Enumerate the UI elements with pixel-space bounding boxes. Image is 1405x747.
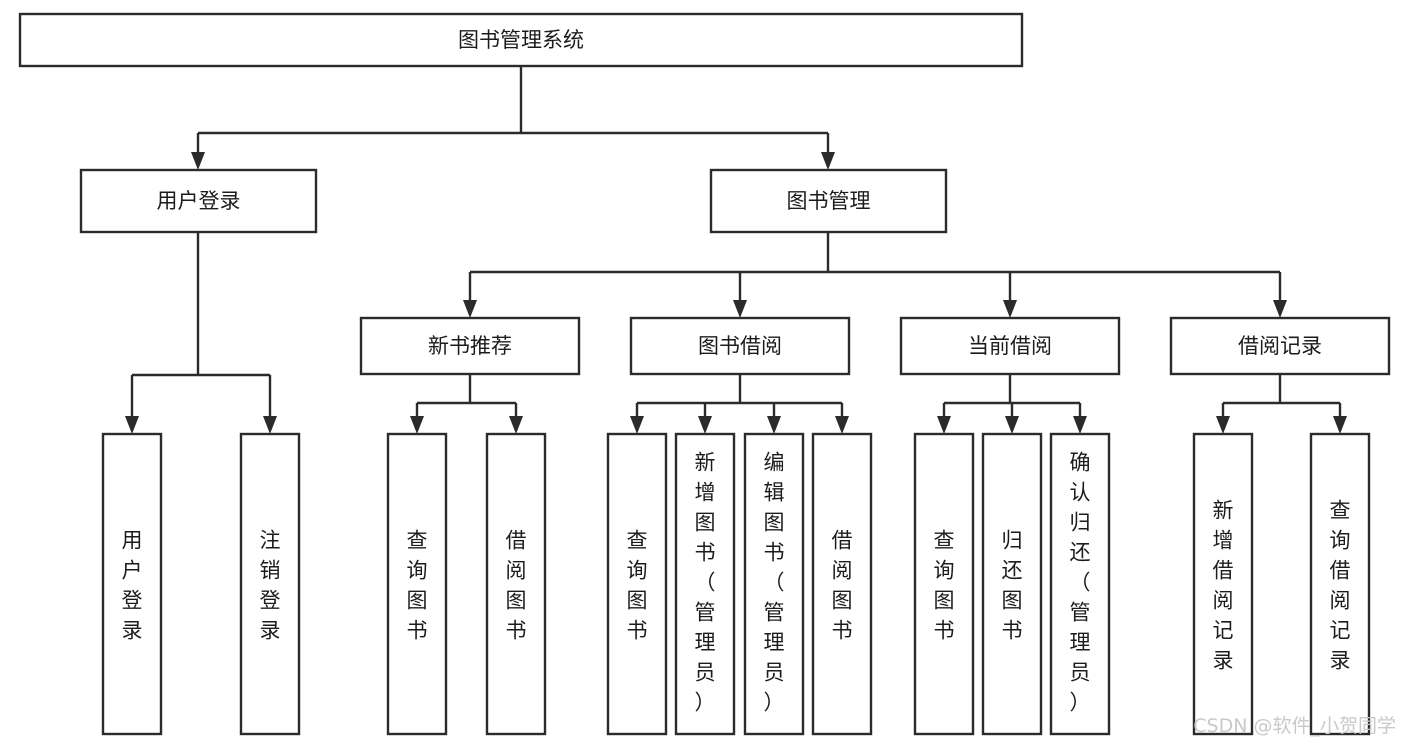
node-label: 编辑图书（管理员）	[764, 450, 785, 714]
node-box[interactable]	[674, 432, 736, 736]
arrow-head-icon	[937, 416, 951, 434]
node-leaf-query-record[interactable]: 查询借阅记录	[1309, 432, 1371, 736]
arrow-head-icon	[767, 416, 781, 434]
node-label: 当前借阅	[968, 334, 1052, 358]
connectors-layer	[125, 66, 1347, 434]
node-label: 用户登录	[157, 189, 241, 213]
arrow-head-icon	[1216, 416, 1230, 434]
arrow-head-icon	[509, 416, 523, 434]
node-box[interactable]	[981, 432, 1043, 736]
node-leaf-confirm-return[interactable]: 确认归还（管理员）	[1049, 432, 1111, 736]
node-label: 借阅图书	[832, 528, 853, 642]
node-box[interactable]	[899, 316, 1121, 376]
arrow-head-icon	[698, 416, 712, 434]
node-box[interactable]	[239, 432, 301, 736]
node-new-book-recommend[interactable]: 新书推荐	[359, 316, 581, 376]
node-box[interactable]	[386, 432, 448, 736]
node-box[interactable]	[811, 432, 873, 736]
node-box[interactable]	[1169, 316, 1391, 376]
node-label: 查询图书	[934, 528, 955, 642]
node-box[interactable]	[485, 432, 547, 736]
node-box[interactable]	[913, 432, 975, 736]
connector-record-to-leaves	[1216, 374, 1347, 434]
node-user-login[interactable]: 用户登录	[79, 168, 318, 234]
node-box[interactable]	[709, 168, 948, 234]
node-label: 图书管理系统	[458, 28, 584, 52]
arrow-head-icon	[1003, 300, 1017, 318]
node-book-manage[interactable]: 图书管理	[709, 168, 948, 234]
node-label: 新书推荐	[428, 334, 512, 358]
node-label: 借阅图书	[506, 528, 527, 642]
node-box[interactable]	[606, 432, 668, 736]
connector-current-to-leaves	[937, 374, 1087, 434]
node-borrow-record[interactable]: 借阅记录	[1169, 316, 1391, 376]
node-box[interactable]	[79, 168, 318, 234]
connector-userlogin-to-leaves	[125, 232, 277, 434]
node-box[interactable]	[1309, 432, 1371, 736]
node-label: 借阅记录	[1238, 334, 1322, 358]
node-root[interactable]: 图书管理系统	[18, 12, 1024, 68]
node-box[interactable]	[101, 432, 163, 736]
node-label: 确认归还（管理员）	[1070, 450, 1091, 714]
node-leaf-borrow-book-2[interactable]: 借阅图书	[811, 432, 873, 736]
connector-borrow-to-leaves	[630, 374, 849, 434]
node-box[interactable]	[359, 316, 581, 376]
arrow-head-icon	[263, 416, 277, 434]
nodes-layer: 图书管理系统用户登录图书管理新书推荐图书借阅当前借阅借阅记录用户登录注销登录查询…	[18, 12, 1391, 736]
watermark-layer: CSDN @软件_小贺同学	[1193, 715, 1396, 737]
node-leaf-logout[interactable]: 注销登录	[239, 432, 301, 736]
node-leaf-user-login[interactable]: 用户登录	[101, 432, 163, 736]
node-box[interactable]	[743, 432, 805, 736]
arrow-head-icon	[191, 152, 205, 170]
node-label: 查询借阅记录	[1330, 498, 1351, 672]
node-box[interactable]	[18, 12, 1024, 68]
node-label: 图书借阅	[698, 334, 782, 358]
node-label: 新增借阅记录	[1213, 498, 1234, 672]
node-label: 注销登录	[260, 528, 281, 642]
node-box[interactable]	[1192, 432, 1254, 736]
connector-recommend-to-leaves	[410, 374, 523, 434]
node-box[interactable]	[629, 316, 851, 376]
csdn-watermark: CSDN @软件_小贺同学	[1193, 715, 1396, 737]
arrow-head-icon	[410, 416, 424, 434]
node-leaf-edit-book[interactable]: 编辑图书（管理员）	[743, 432, 805, 736]
node-leaf-query-book-2[interactable]: 查询图书	[606, 432, 668, 736]
connector-bookmanage-to-level3	[463, 232, 1287, 318]
arrow-head-icon	[630, 416, 644, 434]
node-leaf-return-book[interactable]: 归还图书	[981, 432, 1043, 736]
arrow-head-icon	[125, 416, 139, 434]
node-leaf-borrow-book-1[interactable]: 借阅图书	[485, 432, 547, 736]
arrow-head-icon	[1073, 416, 1087, 434]
arrow-head-icon	[821, 152, 835, 170]
arrow-head-icon	[835, 416, 849, 434]
node-label: 图书管理	[787, 189, 871, 213]
connector-root-to-level2	[191, 66, 835, 170]
arrow-head-icon	[463, 300, 477, 318]
node-label: 新增图书（管理员）	[695, 450, 716, 714]
node-leaf-add-record[interactable]: 新增借阅记录	[1192, 432, 1254, 736]
arrow-head-icon	[1273, 300, 1287, 318]
node-label: 查询图书	[407, 528, 428, 642]
node-leaf-add-book[interactable]: 新增图书（管理员）	[674, 432, 736, 736]
node-leaf-query-book-3[interactable]: 查询图书	[913, 432, 975, 736]
node-box[interactable]	[1049, 432, 1111, 736]
node-current-borrow[interactable]: 当前借阅	[899, 316, 1121, 376]
node-label: 用户登录	[122, 528, 143, 642]
node-label: 归还图书	[1002, 528, 1023, 642]
node-leaf-query-book-1[interactable]: 查询图书	[386, 432, 448, 736]
arrow-head-icon	[1005, 416, 1019, 434]
node-label: 查询图书	[627, 528, 648, 642]
arrow-head-icon	[1333, 416, 1347, 434]
node-book-borrow[interactable]: 图书借阅	[629, 316, 851, 376]
arrow-head-icon	[733, 300, 747, 318]
